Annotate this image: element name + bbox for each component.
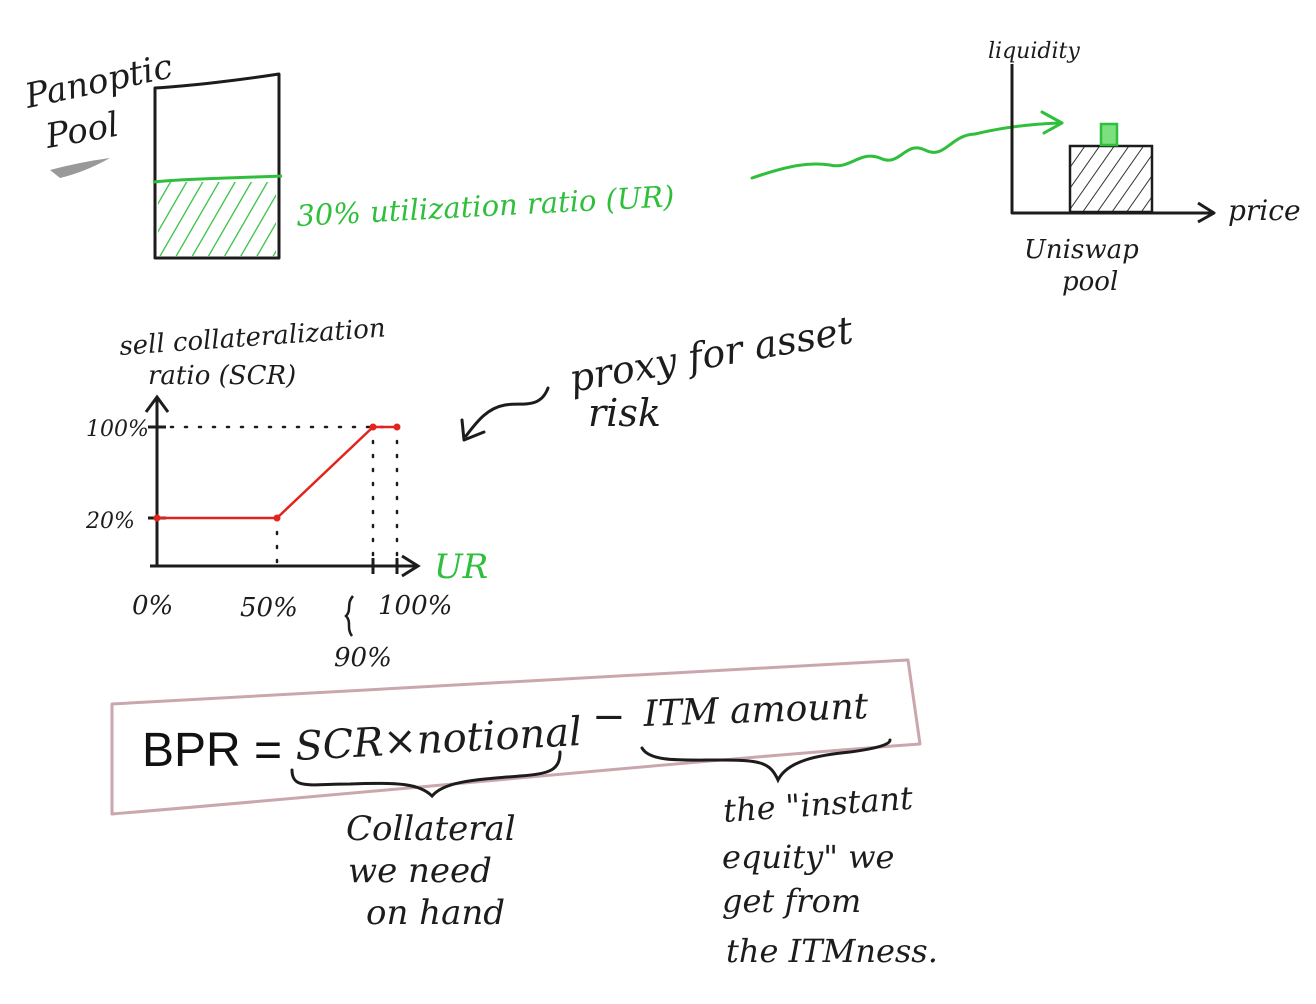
smudge-mark (50, 158, 110, 178)
formula-bpr: BPR = (142, 724, 282, 777)
chart-tick-labels: 0% 50% 90% 100% 20% 100% (85, 417, 452, 673)
chart-guides (155, 425, 399, 568)
chart-xlabel: UR (434, 547, 488, 587)
x-tick-90-brace (344, 595, 354, 637)
x-tick-label-50pct: 50% (240, 593, 298, 623)
y-tick-label-20pct: 20% (85, 509, 135, 534)
panoptic-liquidity-chunk (1099, 122, 1119, 147)
x-tick-label-100pct: 100% (378, 591, 452, 621)
uniswap-pool-label-line1: Uniswap (1024, 235, 1139, 265)
scr-point-90 (369, 423, 377, 431)
chart-ylabel-line2: ratio (SCR) (148, 361, 296, 391)
x-tick-label-0pct: 0% (132, 591, 173, 621)
formula-itm-term: ITM amount (642, 686, 869, 735)
annotation-line1: proxy for asset (566, 308, 857, 401)
formula-box (110, 658, 922, 816)
brace-itm-amount (640, 738, 892, 784)
panoptic-pool-utilized-fill (158, 182, 276, 256)
chart-ticks (148, 425, 399, 574)
annotation-line2: risk (588, 391, 661, 435)
panoptic-pool-section: Panoptic Pool 30% utilization ratio (UR) (21, 47, 1064, 260)
brace2-line3: get from (722, 882, 861, 920)
bpr-formula-section: BPR = SCR×notional − ITM amount Collater… (110, 658, 938, 970)
chart-series (153, 423, 401, 522)
panoptic-pool-label-line1: Panoptic (21, 47, 176, 117)
panoptic-pool-container (153, 72, 281, 260)
formula-minus: − (592, 694, 626, 740)
flow-arrow-head (1040, 110, 1064, 135)
uniswap-x-arrow (1197, 201, 1216, 224)
uniswap-liquidity-block (1068, 144, 1154, 214)
chart-x-axis-arrow (401, 554, 421, 578)
brace2-line4: the ITMness. (726, 932, 938, 970)
chart-ylabel-line1: sell collateralization (118, 313, 386, 362)
brace2-line2: equity" we (722, 838, 894, 876)
formula-scr-term: SCR×notional (294, 709, 583, 770)
scr-point-100 (393, 423, 401, 431)
utilization-line (152, 174, 283, 184)
panoptic-pool-label-line2: Pool (42, 105, 122, 157)
scr-series-line (157, 425, 397, 520)
brace1-line2: we need (348, 851, 492, 891)
brace-scr-notional (290, 750, 562, 799)
chart-y-axis-arrow (144, 394, 170, 413)
utilization-label: 30% utilization ratio (UR) (296, 179, 676, 233)
uniswap-pool-section: liquidity price Uniswap pool (988, 39, 1301, 297)
scr-point-0 (153, 514, 161, 522)
uniswap-pool-label-line2: pool (1062, 267, 1118, 297)
brace1-line3: on hand (366, 893, 505, 933)
brace1-line1: Collateral (346, 809, 516, 849)
scr-chart: sell collateralization ratio (SCR) UR 0%… (85, 308, 857, 673)
brace2-line1: the "instant (722, 779, 914, 830)
annotation-arrow-head (460, 418, 486, 442)
uniswap-y-axis-label: liquidity (988, 39, 1080, 64)
annotation-arrow-shaft (464, 386, 550, 438)
y-tick-label-100pct: 100% (86, 417, 149, 442)
x-tick-label-90pct: 90% (334, 643, 392, 673)
scr-point-50 (273, 514, 281, 522)
flow-arrow-shaft (750, 121, 1062, 180)
uniswap-x-axis-label: price (1228, 194, 1301, 227)
